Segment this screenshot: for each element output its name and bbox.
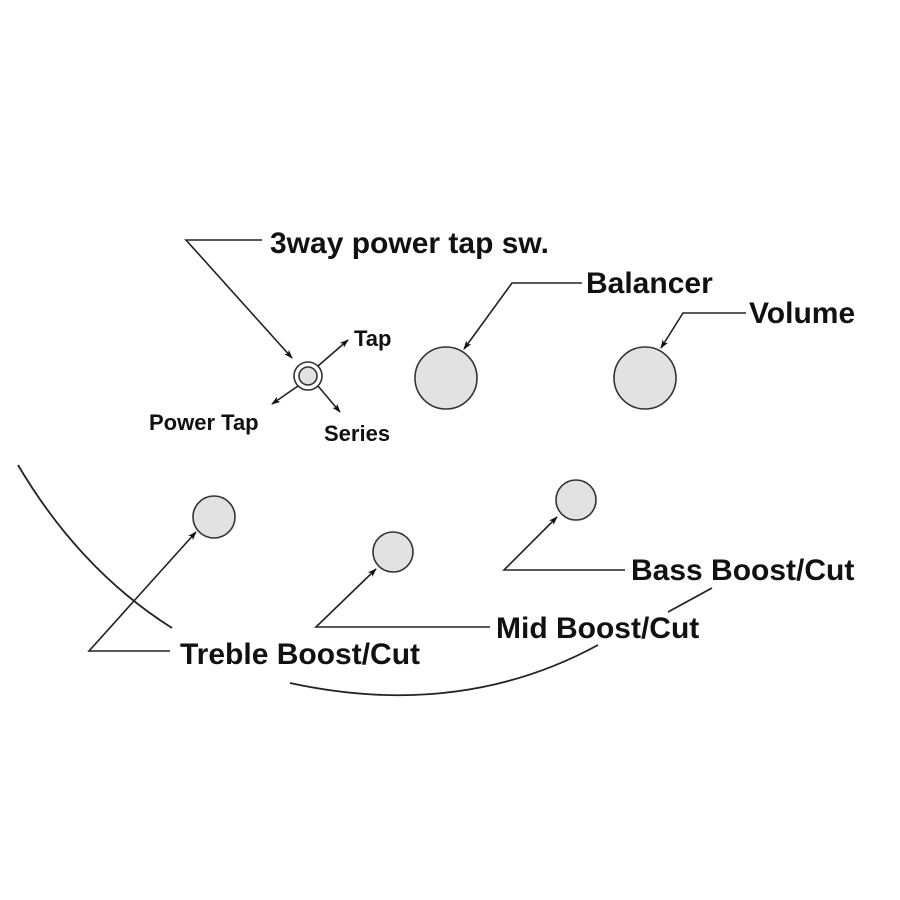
- treble-leader-line: [87, 531, 197, 652]
- mid-leader-line: [314, 568, 490, 628]
- volume-leader-line: [660, 312, 746, 349]
- mid-label: Mid Boost/Cut: [496, 612, 699, 645]
- switch-tap-label: Tap: [354, 326, 391, 351]
- balancer-leader-line: [463, 282, 582, 350]
- treble-label: Treble Boost/Cut: [180, 638, 420, 671]
- balancer-label: Balancer: [586, 267, 713, 300]
- bass-label: Bass Boost/Cut: [631, 554, 854, 587]
- body-outline-right-curve: [667, 587, 713, 613]
- switch-tap-arrow: [317, 339, 349, 367]
- switch-knob: [298, 366, 318, 386]
- treble-knob[interactable]: [192, 495, 236, 539]
- mid-knob[interactable]: [372, 531, 414, 573]
- volume-knob[interactable]: [613, 346, 677, 410]
- bass-knob[interactable]: [555, 479, 597, 521]
- switch-power-tap-arrow: [271, 385, 299, 405]
- switch-power-tap-label: Power Tap: [149, 410, 259, 435]
- body-outline-bottom-curve: [289, 644, 599, 697]
- bass-leader-line: [502, 516, 625, 571]
- balancer-knob[interactable]: [414, 346, 478, 410]
- body-outline-left-curve: [17, 464, 173, 629]
- switch-label: 3way power tap sw.: [270, 227, 549, 260]
- switch-series-label: Series: [324, 421, 390, 446]
- switch-leader-line: [184, 239, 293, 359]
- volume-label: Volume: [749, 297, 855, 330]
- switch-series-arrow: [317, 385, 341, 413]
- power-tap-switch[interactable]: [293, 361, 323, 391]
